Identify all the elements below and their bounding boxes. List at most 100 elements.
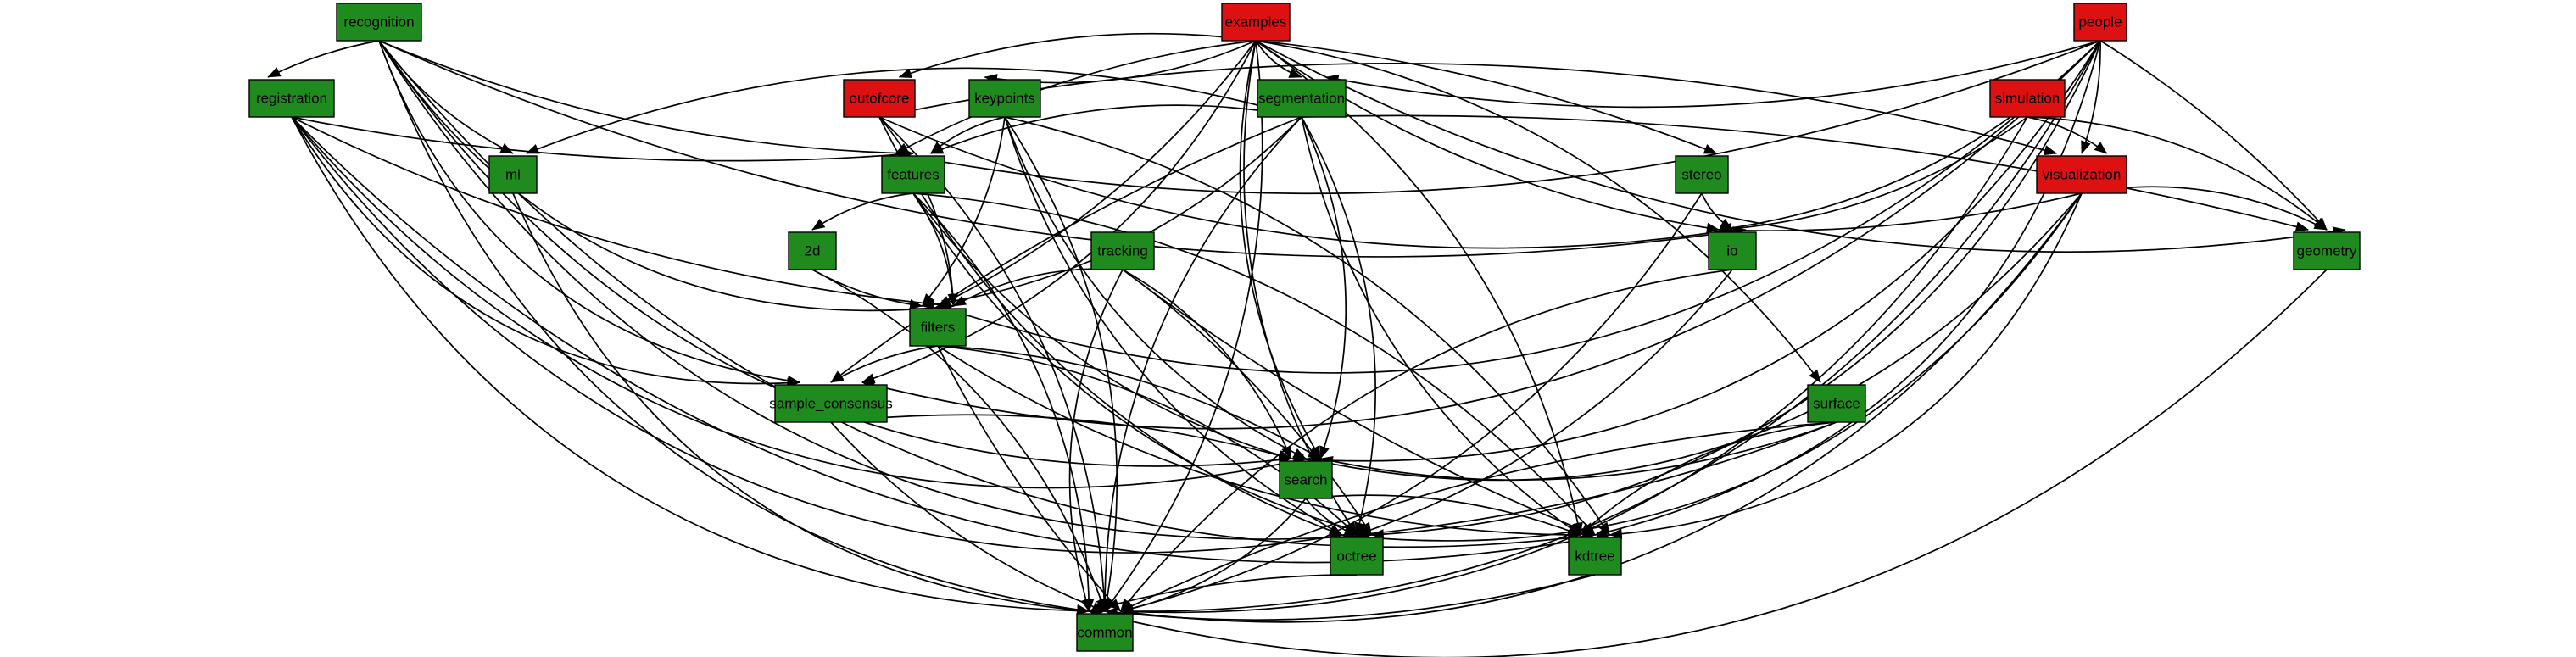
node-label-registration: registration (256, 90, 327, 106)
edge-outofcore-to-io (878, 116, 1733, 249)
node-label-people: people (2078, 14, 2122, 30)
edge-filters-to-octree (937, 345, 1358, 536)
edge-kdtree-to-common (1104, 574, 1596, 621)
edge-simulation-to-io (1718, 116, 2028, 235)
node-box-ml (488, 155, 538, 194)
node-keypoints: keypoints (968, 79, 1041, 118)
edge-features-to-octree (912, 192, 1373, 537)
edge-recognition-to-search (378, 40, 1292, 467)
edge-segmentation-to-common (1099, 116, 1302, 612)
edge-segmentation-to-kdtree (1301, 116, 1581, 536)
node-segmentation: segmentation (1257, 79, 1347, 118)
node-label-search: search (1284, 471, 1327, 487)
node-label-segmentation: segmentation (1258, 90, 1345, 106)
edge-keypoints-to-search (1004, 116, 1307, 459)
node-box-registration (248, 79, 335, 118)
edge-search-to-kdtree (1305, 494, 1581, 536)
edge-examples-to-outofcore (898, 32, 1257, 78)
node-label-simulation: simulation (1995, 90, 2060, 106)
edge-features-to-search (912, 192, 1292, 460)
edge-tracking-to-search (1122, 269, 1292, 459)
edge-recognition-to-io (378, 40, 1747, 258)
edge-io-to-common (1119, 269, 1733, 612)
edge-tracking-to-common (1068, 269, 1124, 612)
edge-segmentation-to-octree (1301, 116, 1376, 536)
edge-filters-to-search (937, 345, 1322, 459)
node-label-common: common (1077, 624, 1132, 640)
edge-visualization-to-io (1718, 192, 2083, 236)
node-label-features: features (887, 166, 939, 182)
edge-visualization-to-octree (1341, 192, 2083, 542)
node-kdtree: kdtree (1568, 537, 1622, 576)
node-examples: examples (1221, 3, 1291, 42)
node-box-2d (788, 231, 837, 270)
edge-registration-to-octree (291, 116, 1343, 554)
edge-filters-to-common (937, 345, 1122, 612)
edge-recognition-to-features (378, 40, 914, 159)
edge-keypoints-to-octree (1004, 116, 1343, 536)
edge-registration-to-common (291, 116, 1106, 617)
node-label-geometry: geometry (2297, 242, 2357, 259)
edge-recognition-to-registration (267, 40, 380, 78)
edge-sample_consensus-to-common (830, 421, 1106, 612)
edge-sample_consensus-to-search (830, 414, 1292, 461)
edge-visualization-to-common (1119, 192, 2083, 623)
node-label-io: io (1726, 242, 1737, 259)
node-octree: octree (1330, 537, 1384, 576)
node-box-people (2073, 3, 2127, 42)
node-box-filters (909, 308, 967, 347)
node-box-geometry (2293, 231, 2361, 270)
edge-outofcore-to-octree (878, 116, 1343, 536)
edge-tracking-to-kdtree (1122, 269, 1596, 536)
edge-octree-to-common (1088, 574, 1358, 613)
node-box-common (1076, 613, 1134, 652)
node-label-filters: filters (921, 319, 956, 335)
node-box-visualization (2036, 155, 2127, 194)
node-box-segmentation (1257, 79, 1347, 118)
edge-segmentation-to-features (929, 104, 1302, 154)
edge-keypoints-to-common (1004, 116, 1118, 612)
edge-segmentation-to-sample_consensus (830, 116, 1302, 383)
edge-examples-to-filters (937, 40, 1257, 307)
edge-surface-to-common (1119, 421, 1837, 612)
node-label-visualization: visualization (2043, 166, 2122, 182)
node-simulation: simulation (1989, 79, 2066, 118)
node-box-features (881, 155, 945, 194)
edge-search-to-octree (1305, 498, 1358, 536)
node-label-examples: examples (1225, 14, 1287, 30)
edge-keypoints-to-features (930, 116, 1006, 154)
edge-segmentation-to-ml (525, 67, 1302, 154)
node-box-stereo (1675, 155, 1729, 194)
edge-recognition-to-filters (378, 40, 955, 313)
edge-recognition-to-sample_consensus (378, 40, 800, 387)
node-box-tracking (1090, 231, 1155, 270)
node-surface: surface (1807, 384, 1866, 423)
edge-recognition-to-ml (378, 40, 514, 154)
node-features: features (881, 155, 945, 194)
node-label-sample_consensus: sample_consensus (769, 395, 893, 411)
edge-ml-to-common (512, 192, 1090, 615)
node-label-ml: ml (505, 166, 521, 182)
node-tracking: tracking (1090, 231, 1155, 270)
node-label-surface: surface (1813, 395, 1860, 411)
node-sample_consensus: sample_consensus (769, 384, 893, 423)
edge-stereo-to-io (1701, 192, 1733, 231)
edge-people-to-search (1290, 40, 2101, 465)
node-box-surface (1807, 384, 1866, 423)
edge-people-to-common (1119, 40, 2101, 617)
node-label-stereo: stereo (1681, 166, 1721, 182)
edge-registration-to-search (291, 116, 1307, 489)
node-outofcore: outofcore (843, 79, 916, 118)
node-recognition: recognition (336, 3, 422, 42)
node-ml: ml (488, 155, 538, 194)
node-box-outofcore (843, 79, 916, 118)
node-box-octree (1330, 537, 1384, 576)
edge-examples-to-stereo (1255, 40, 1718, 154)
edge-features-to-filters (912, 192, 958, 307)
node-label-keypoints: keypoints (974, 90, 1035, 106)
edge-people-to-geometry (2099, 40, 2328, 231)
edge-visualization-to-kdtree (1609, 192, 2083, 539)
edge-tracking-to-octree (1122, 269, 1373, 536)
